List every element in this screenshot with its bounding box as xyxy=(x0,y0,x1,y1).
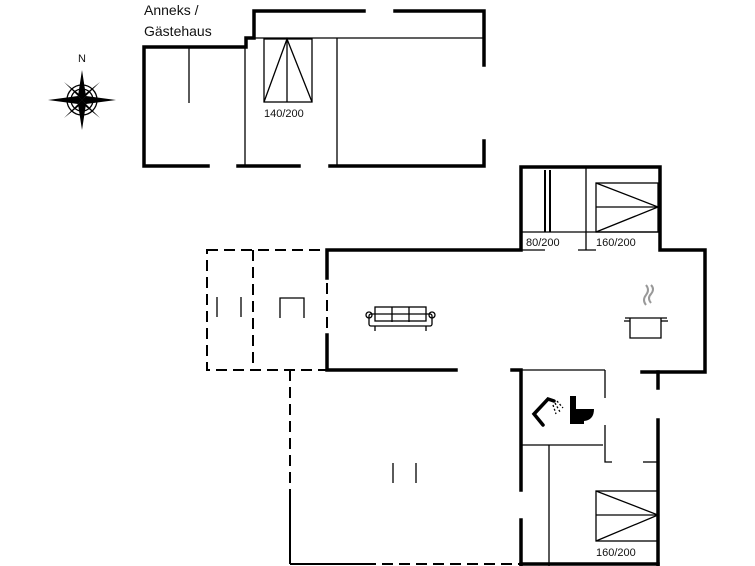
kitchen-pot-icon xyxy=(624,284,668,339)
bed-size-label: 160/200 xyxy=(596,237,636,249)
bed-size-label: 140/200 xyxy=(264,108,304,120)
annex-building: 140/200 xyxy=(142,9,486,168)
toilet-icon xyxy=(570,396,594,424)
bed-size-label: 160/200 xyxy=(596,547,636,559)
bed-icon xyxy=(263,37,313,103)
main-house: 80/200 160/200 160/200 xyxy=(206,165,707,566)
compass-rose-icon: N xyxy=(48,53,116,130)
annex-label-line1: Anneks / xyxy=(144,2,199,18)
north-label: N xyxy=(78,53,86,65)
bed-icon xyxy=(595,490,660,542)
sofa-icon xyxy=(365,306,436,331)
shower-icon xyxy=(531,396,564,427)
annex-label-line2: Gästehaus xyxy=(144,23,212,39)
bed-size-label: 80/200 xyxy=(526,237,560,249)
bed-icon xyxy=(595,182,660,233)
